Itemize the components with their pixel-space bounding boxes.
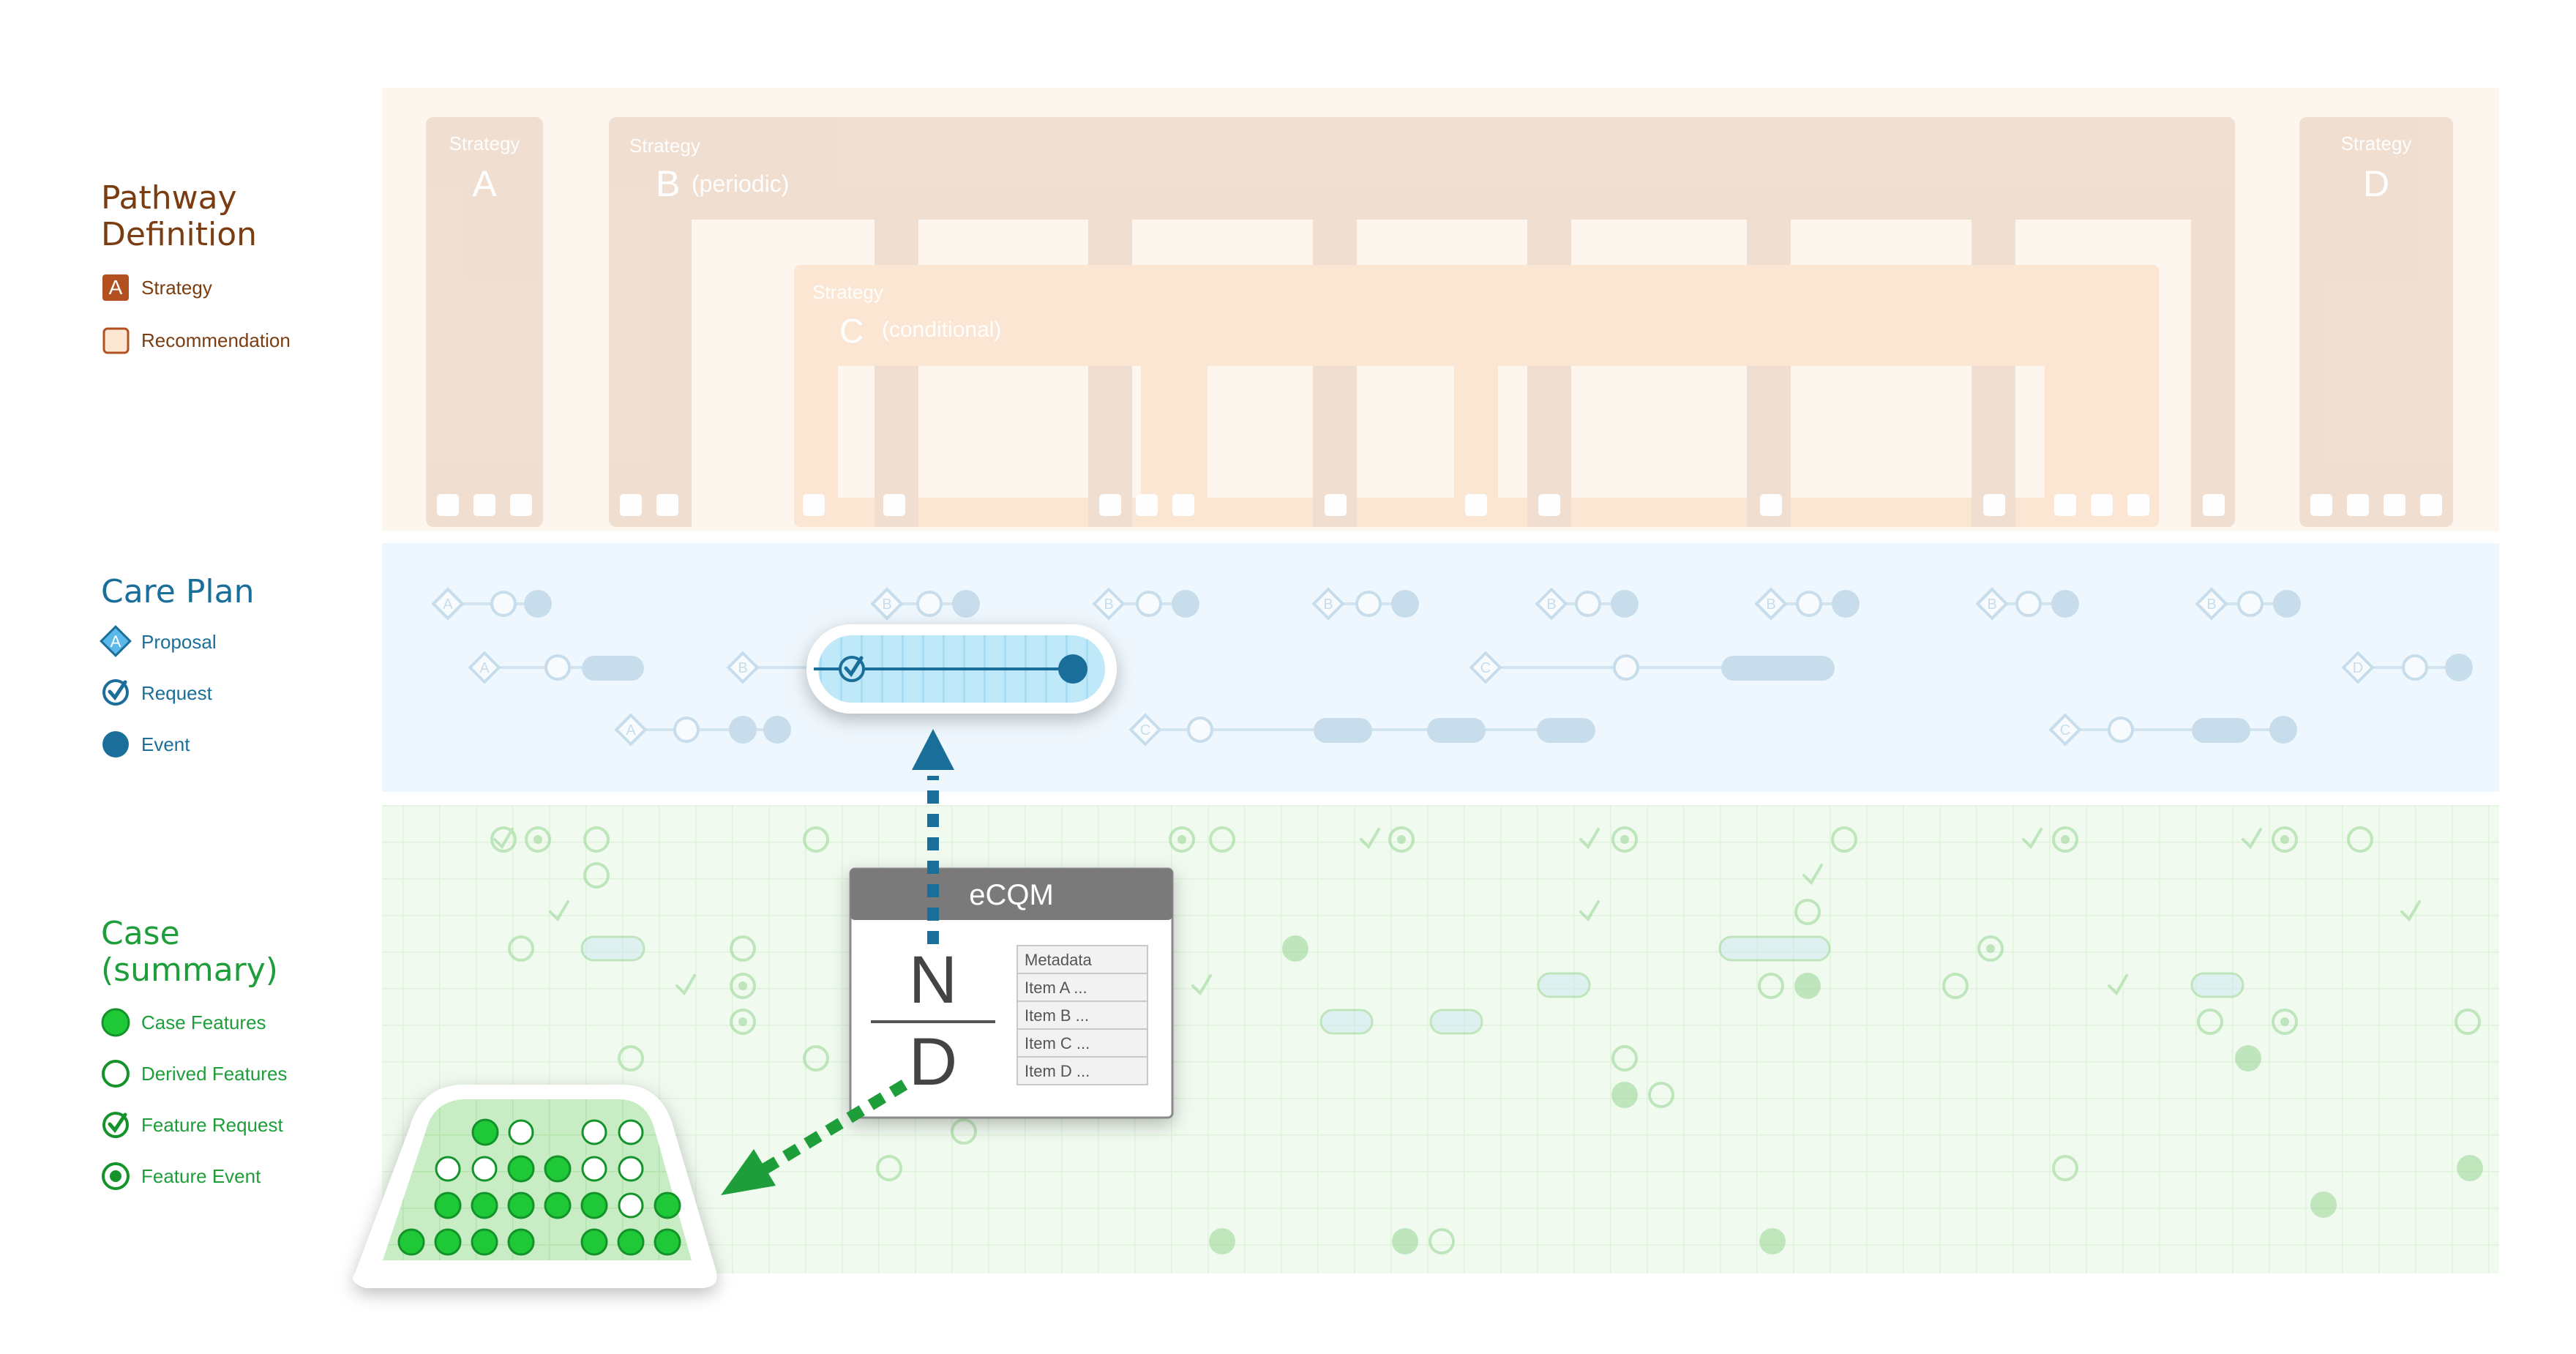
ecqm-table-row: Item C ... <box>1025 1034 1090 1052</box>
careplan-glyph: A <box>479 660 490 676</box>
strategy-b-small-label: Strategy <box>629 135 700 157</box>
careplan-glyph: C <box>2060 722 2070 738</box>
careplan-glyph: B <box>2206 596 2216 613</box>
ecqm-numerator: N <box>909 943 957 1017</box>
legend-case-features-label: Case Features <box>141 1011 266 1033</box>
strategy-b-letter: B <box>656 163 680 204</box>
pathway-definition: Strategy A Strategy B (periodic) Strateg… <box>426 117 2453 527</box>
case-summary-dots <box>397 1118 681 1256</box>
proposal-icon <box>100 625 132 657</box>
derived-feature-icon <box>102 1060 130 1088</box>
careplan-requests <box>490 591 2428 743</box>
event-icon <box>102 731 129 758</box>
careplan-band <box>382 543 2499 792</box>
feature-event-icon <box>102 1162 130 1190</box>
ecqm-table-row: Item B ... <box>1025 1006 1089 1025</box>
recommendation-squares <box>437 494 2442 516</box>
feature-request-icon <box>102 1112 129 1138</box>
careplan-events <box>524 590 2473 744</box>
ecqm-title: eCQM <box>969 879 1054 911</box>
legend-case: Case (summary) Case Features Derived Fea… <box>101 915 287 1190</box>
legend-pathway-title-2: Definition <box>101 216 257 253</box>
legend-pathway: Pathway Definition A Strategy Recommenda… <box>101 179 291 354</box>
ecqm-table: Metadata Item A ... Item B ... Item C ..… <box>1016 945 1148 1085</box>
careplan-glyph: B <box>1546 596 1556 613</box>
legend-feature-event-label: Feature Event <box>141 1165 261 1187</box>
careplan-glyph: B <box>1987 596 1996 613</box>
numerator-arrow <box>912 729 954 944</box>
careplan-glyph: B <box>882 596 891 613</box>
ecqm-table-row: Item A ... <box>1025 979 1087 997</box>
legend-recommendation-label: Recommendation <box>141 329 291 351</box>
strategy-d-letter: D <box>2363 163 2389 204</box>
strategy-d-small-label: Strategy <box>2341 132 2412 154</box>
careplan-glyph: B <box>738 660 747 676</box>
case-band-grid <box>382 805 2499 1273</box>
strategy-c-small-label: Strategy <box>812 281 883 303</box>
strategy-d-block <box>2299 117 2453 527</box>
request-icon <box>102 679 129 706</box>
legend-case-title-1: Case <box>101 915 180 952</box>
careplan-glyph: A <box>443 596 453 613</box>
careplan-pills <box>582 656 2250 743</box>
strategy-a-block <box>426 117 543 527</box>
legend-pathway-title-1: Pathway <box>101 179 237 217</box>
strategy-c-suffix: (conditional) <box>882 318 1001 342</box>
case-marks <box>490 826 2483 1254</box>
strategy-a-letter: A <box>472 163 497 204</box>
proposal-icon-glyph: A <box>111 632 121 651</box>
case-feature-icon <box>101 1008 130 1037</box>
legend-case-title-2: (summary) <box>101 951 278 989</box>
careplan-glyph: A <box>626 722 636 738</box>
ecqm-denominator: D <box>909 1025 957 1099</box>
strategy-icon-glyph: A <box>109 276 123 299</box>
recommendation-icon <box>102 327 130 354</box>
legend-strategy-label: Strategy <box>141 277 212 299</box>
highlighted-request-icon <box>839 656 865 682</box>
legend-feature-request-label: Feature Request <box>141 1114 283 1136</box>
careplan-lanes: A B B B B B B B A B C D A C C <box>431 587 2473 747</box>
legend-derived-features-label: Derived Features <box>141 1063 287 1085</box>
legend-careplan: Care Plan A Proposal Request Event <box>100 573 254 758</box>
strategy-c-letter: C <box>839 312 864 350</box>
denominator-arrow <box>721 1080 908 1195</box>
legend-proposal-label: Proposal <box>141 631 217 653</box>
strategy-b-suffix: (periodic) <box>692 171 789 197</box>
legend-request-label: Request <box>141 682 213 704</box>
ecqm-table-row: Metadata <box>1025 951 1092 969</box>
careplan-glyph: B <box>1323 596 1333 613</box>
legend-event-label: Event <box>141 733 190 755</box>
strategy-a-small-label: Strategy <box>449 132 520 154</box>
careplan-glyph: B <box>1766 596 1775 613</box>
ecqm-table-row: Item D ... <box>1025 1062 1090 1080</box>
ecqm-header <box>850 869 1172 920</box>
careplan-proposals <box>431 587 2375 747</box>
strategy-icon <box>102 274 129 301</box>
careplan-glyph: C <box>1480 660 1491 676</box>
highlighted-event-icon <box>1058 654 1087 684</box>
careplan-glyph: B <box>1104 596 1113 613</box>
legend-careplan-title: Care Plan <box>101 573 254 610</box>
careplan-glyph: D <box>2353 660 2363 676</box>
careplan-glyph: C <box>1140 722 1150 738</box>
